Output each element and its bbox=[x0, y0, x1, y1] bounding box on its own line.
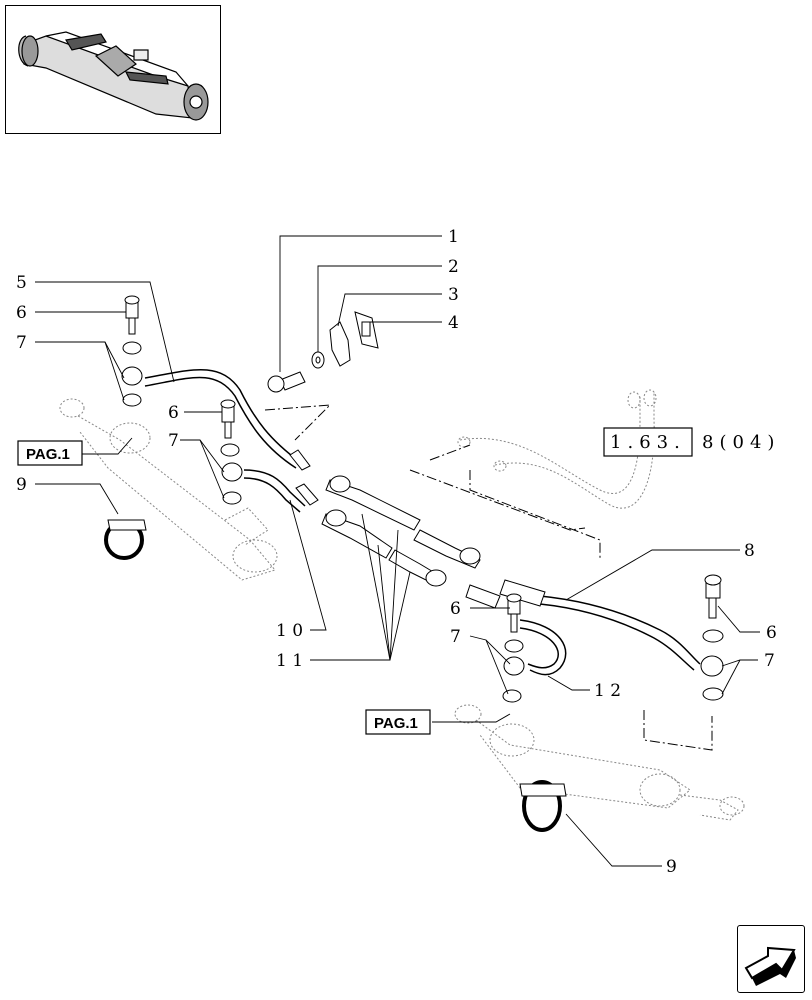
page-ref-left[interactable]: PAG.1 bbox=[17, 440, 83, 466]
callout-2: 2 bbox=[448, 257, 459, 277]
callout-7: 7 bbox=[16, 333, 27, 353]
callout-12: 1 2 bbox=[594, 681, 621, 701]
callout-8: 8 bbox=[744, 541, 755, 561]
left-cylinder bbox=[59, 398, 278, 581]
clamp-part-9-left bbox=[104, 519, 147, 560]
callout-6b: 6 bbox=[168, 403, 179, 423]
cross-ref-section[interactable]: 1.63. bbox=[610, 432, 686, 453]
assembly-lines bbox=[264, 404, 713, 751]
hose-part-12 bbox=[519, 619, 567, 676]
fittings-left bbox=[121, 295, 143, 407]
callout-6c: 6 bbox=[450, 599, 461, 619]
callout-7d: 7 bbox=[764, 651, 775, 671]
next-page-button[interactable] bbox=[737, 925, 805, 993]
callout-7c: 7 bbox=[450, 627, 461, 647]
page-ref-left-label[interactable]: PAG.1 bbox=[26, 446, 70, 463]
axle-thumbnail bbox=[5, 5, 221, 134]
block-part-4 bbox=[354, 311, 379, 349]
callout-10: 1 0 bbox=[276, 621, 303, 641]
bottom-cylinder bbox=[454, 704, 745, 821]
callout-7b: 7 bbox=[168, 431, 179, 451]
cross-ref-detail[interactable]: 8(04) bbox=[702, 432, 780, 453]
callout-6: 6 bbox=[16, 303, 27, 323]
hose-part-8 bbox=[465, 579, 701, 671]
front-axle-thumbnail-icon bbox=[18, 31, 209, 121]
hose-part-5 bbox=[144, 369, 311, 471]
callout-6d: 6 bbox=[766, 623, 777, 643]
callout-9b: 9 bbox=[666, 857, 677, 877]
callout-3: 3 bbox=[448, 285, 459, 305]
bolt-part-1 bbox=[267, 371, 306, 393]
fittings-center-right bbox=[502, 593, 525, 703]
fittings-center-left bbox=[220, 399, 243, 505]
washer-part-2 bbox=[311, 351, 325, 369]
next-page-arrow-icon bbox=[744, 946, 796, 986]
clamp-part-3 bbox=[329, 321, 351, 367]
page-ref-bottom[interactable]: PAG.1 bbox=[365, 709, 431, 735]
callout-1: 1 bbox=[448, 227, 459, 247]
callout-4: 4 bbox=[448, 313, 459, 333]
cross-reference[interactable]: 1.63. 8(04) bbox=[603, 427, 780, 457]
callout-9: 9 bbox=[16, 475, 27, 495]
hose-part-10 bbox=[243, 469, 319, 513]
page-ref-bottom-label[interactable]: PAG.1 bbox=[374, 715, 418, 732]
callout-5: 5 bbox=[16, 273, 27, 293]
clamp-part-9-right bbox=[519, 780, 567, 832]
upper-right-hoses bbox=[457, 389, 657, 509]
callout-labels: 1 2 3 4 5 6 7 6 7 9 1 0 1 1 1 2 6 7 8 6 … bbox=[16, 227, 777, 877]
fittings-right bbox=[700, 574, 724, 701]
leader-lines bbox=[35, 235, 760, 867]
callout-11: 1 1 bbox=[276, 651, 303, 671]
couplers-part-11 bbox=[321, 475, 481, 587]
